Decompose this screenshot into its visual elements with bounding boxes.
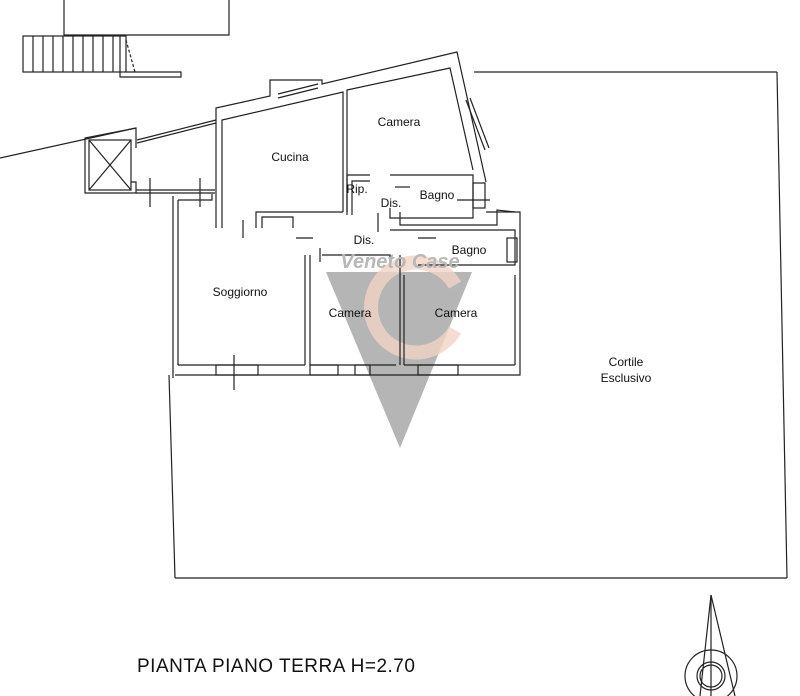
north-arrow-icon — [684, 594, 738, 696]
room-label-camera-mid: Camera — [329, 306, 372, 320]
neighbour-building — [22, 0, 230, 78]
room-label-cucina: Cucina — [271, 150, 309, 164]
apartment-walls — [172, 51, 521, 390]
cortile-label-line2: Esclusivo — [601, 371, 652, 385]
room-label-soggiorno: Soggiorno — [213, 285, 268, 299]
room-label-bagno-lower: Bagno — [452, 243, 487, 257]
room-label-ripostiglio: Rip. — [346, 182, 367, 196]
watermark-text: Veneto Case — [340, 251, 459, 273]
cortile-label-line1: Cortile — [609, 355, 644, 369]
room-label-disimpegno: Dis. — [354, 233, 375, 247]
room-label-bagno-upper: Bagno — [420, 188, 455, 202]
elevator-shaft — [84, 119, 217, 207]
plan-title: PIANTA PIANO TERRA H=2.70 — [137, 656, 415, 677]
room-label-disimpegno-upper: Dis. — [381, 196, 402, 210]
boundary-lines — [0, 71, 788, 579]
room-label-camera-right: Camera — [435, 306, 478, 320]
room-label-camera-top: Camera — [378, 115, 421, 129]
watermark-logo — [326, 255, 472, 448]
